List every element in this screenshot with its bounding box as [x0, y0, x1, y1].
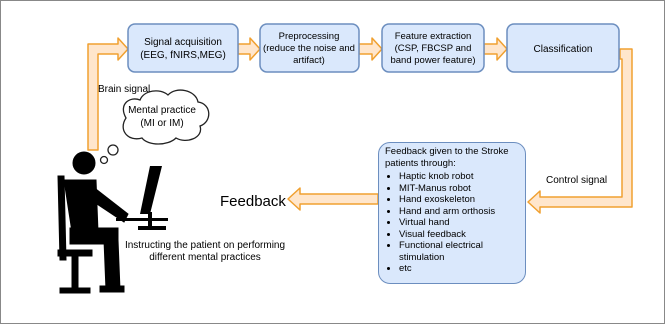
feedback-arrow [287, 187, 379, 211]
classification-box [506, 23, 620, 73]
computer-monitor [116, 166, 168, 230]
feedback-methods-heading: Feedback given to the Stroke patients th… [385, 146, 509, 169]
feedback-methods-list: Haptic knob robot MIT-Manus robot Hand e… [385, 171, 521, 275]
list-item: Functional electrical stimulation [399, 240, 521, 263]
patient-figure [57, 151, 129, 294]
preprocessing-detail-1: (reduce the noise and [263, 43, 355, 54]
feature-extraction-detail-1: (CSP, FBCSP and [395, 43, 472, 54]
list-item: MIT-Manus robot [399, 183, 521, 195]
feedback-label: Feedback [220, 193, 286, 210]
thought-line1: Mental practice [128, 105, 196, 116]
preprocessing-title: Preprocessing [279, 31, 340, 42]
arrow-features-to-classification [483, 37, 508, 61]
control-signal-arrow [527, 48, 633, 214]
brain-signal-label: Brain signal [98, 84, 150, 95]
brain-signal-arrow [87, 37, 129, 151]
list-item: Visual feedback [399, 229, 521, 241]
patient-head [72, 151, 96, 175]
list-item: Haptic knob robot [399, 171, 521, 183]
instruct-line2: different mental practices [149, 252, 261, 263]
preprocessing-detail-2: artifact) [293, 55, 325, 66]
signal-acquisition-detail: (EEG, fNIRS,MEG) [140, 50, 226, 61]
preprocessing-box [259, 23, 360, 73]
signal-acquisition-title: Signal acquisition [144, 37, 222, 48]
arrow-preprocessing-to-features [358, 37, 383, 61]
feedback-methods-box: Feedback given to the Stroke patients th… [378, 142, 526, 284]
feature-extraction-title: Feature extraction [395, 31, 472, 42]
control-signal-label: Control signal [546, 175, 607, 186]
thought-cloud [99, 89, 210, 165]
feature-extraction-box [381, 23, 485, 73]
signal-acquisition-box [127, 23, 239, 73]
list-item: Hand and arm orthosis [399, 206, 521, 218]
classification-title: Classification [534, 44, 593, 55]
thought-line2: (MI or IM) [140, 118, 183, 129]
list-item: Virtual hand [399, 217, 521, 229]
arrow-signal-to-preprocessing [237, 37, 261, 61]
list-item: Hand exoskeleton [399, 194, 521, 206]
instruct-line1: Instructing the patient on performing [125, 240, 285, 251]
feature-extraction-detail-2: band power feature) [390, 55, 475, 66]
list-item: etc [399, 263, 521, 275]
